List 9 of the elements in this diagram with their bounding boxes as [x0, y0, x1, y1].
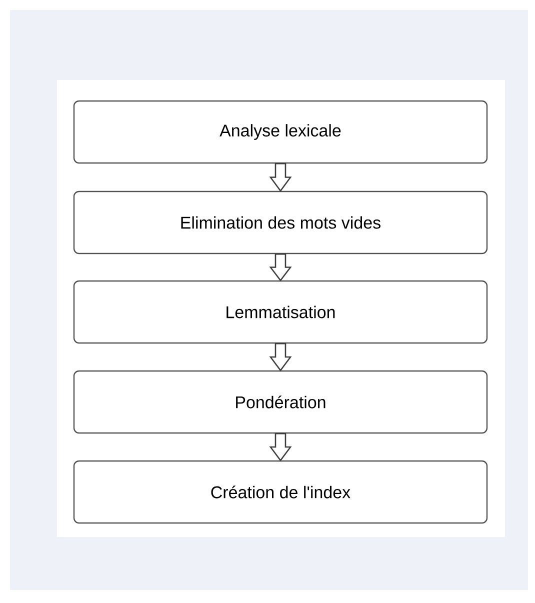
- block-arrow: [269, 432, 292, 462]
- process-box: Création de l'index: [73, 460, 488, 524]
- process-box: Elimination des mots vides: [73, 190, 488, 254]
- block-arrow: [269, 162, 292, 192]
- process-box: Lemmatisation: [73, 280, 488, 344]
- process-box: Analyse lexicale: [73, 100, 488, 164]
- process-box: Pondération: [73, 370, 488, 434]
- block-arrow: [269, 342, 292, 372]
- block-arrow: [269, 253, 292, 282]
